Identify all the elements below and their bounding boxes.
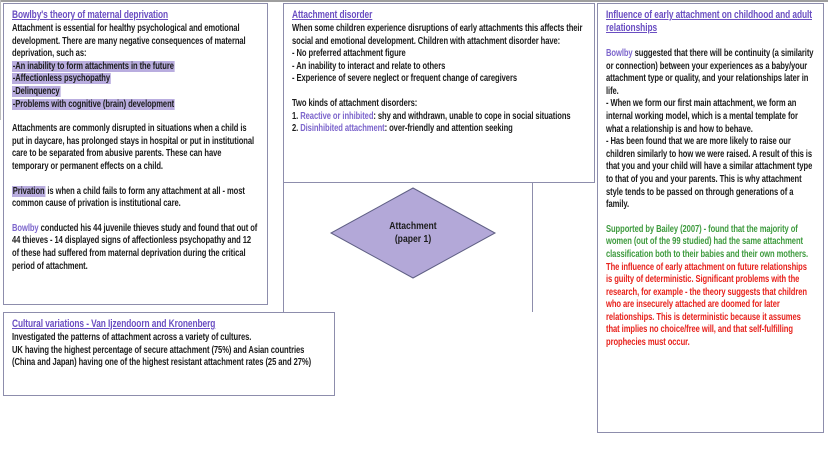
disruption-paragraph: Attachments are commonly disrupted in si… [12,123,255,172]
cultural-line1: Investigated the patterns of attachment … [12,332,252,343]
diamond-label-line2: (paper 1) [394,233,432,245]
screenshot-left-edge [0,0,1,120]
spacer [12,111,259,123]
reactive-inhibited-term: Reactive or inhibited [300,110,374,122]
bowlby-term: Bowlby [12,222,39,234]
spacer [606,212,815,224]
bowlby-study-paragraph: Bowlby conducted his 44 juvenile thieves… [12,222,258,272]
spacer [606,36,815,48]
influence-point-1: - When we form our first main attachment… [606,98,798,135]
highlighted-consequence: -An inability to form attachments in the… [12,60,175,72]
disorder-kind-2: 2. Disinhibited attachment: over-friendl… [292,123,513,135]
cultural-variations-box[interactable]: Cultural variations - Van Ijzendoorn and… [3,312,335,396]
disorder-intro-text: When some children experience disruption… [292,23,583,47]
diamond-label-line1: Attachment [389,220,437,232]
disorder-bullet: - No preferred attachment figure [292,48,406,60]
diamond-connector-area: Attachment (paper 1) [283,183,533,312]
cultural-line2: UK having the highest percentage of secu… [12,344,312,369]
highlighted-consequence: -Affectionless psychopathy [12,73,111,85]
influence-title: Influence of early attachment on childho… [606,9,812,34]
bowlby-term: Bowlby [606,48,633,59]
disorder-kinds-label: Two kinds of attachment disorders: [292,97,418,109]
highlighted-consequence: -Delinquency [12,85,61,97]
influence-bowlby-paragraph: Bowlby suggested that there will be cont… [606,48,814,97]
maternal-deprivation-title: Bowlby's theory of maternal deprivation [12,9,169,21]
determinism-critique-paragraph: The influence of early attachment on fut… [606,261,807,349]
maternal-intro-text: Attachment is essential for healthy psyc… [12,23,246,60]
disorder-bullet: - Experience of severe neglect or freque… [292,73,517,85]
disorder-kind-1: 1. Reactive or inhibited: shy and withdr… [292,110,571,122]
diamond-label: Attachment (paper 1) [344,187,482,279]
disinhibited-term: Disinhibited attachment [300,123,385,135]
highlighted-consequence: -Problems with cognitive (brain) develop… [12,98,175,110]
maternal-deprivation-box[interactable]: Bowlby's theory of maternal deprivation … [3,3,268,305]
privation-paragraph: Privation is when a child fails to form … [12,185,245,210]
attachment-disorder-box[interactable]: Attachment disorder When some children e… [283,3,595,183]
spacer [292,86,586,98]
attachment-disorder-title: Attachment disorder [292,9,373,21]
influence-point-2: - Has been found that we are more likely… [606,136,813,211]
influence-box[interactable]: Influence of early attachment on childho… [597,3,824,433]
disorder-bullet: - An inability to interact and relate to… [292,60,446,72]
diamond-polygon[interactable] [329,187,497,279]
spacer [12,211,259,223]
privation-term: Privation [12,185,46,197]
cultural-variations-title: Cultural variations - Van Ijzendoorn and… [12,318,216,330]
bailey-support-paragraph: Supported by Bailey (2007) - found that … [606,223,809,260]
screenshot-top-edge [0,0,828,2]
spacer [12,174,259,186]
attachment-diamond[interactable] [329,187,497,280]
